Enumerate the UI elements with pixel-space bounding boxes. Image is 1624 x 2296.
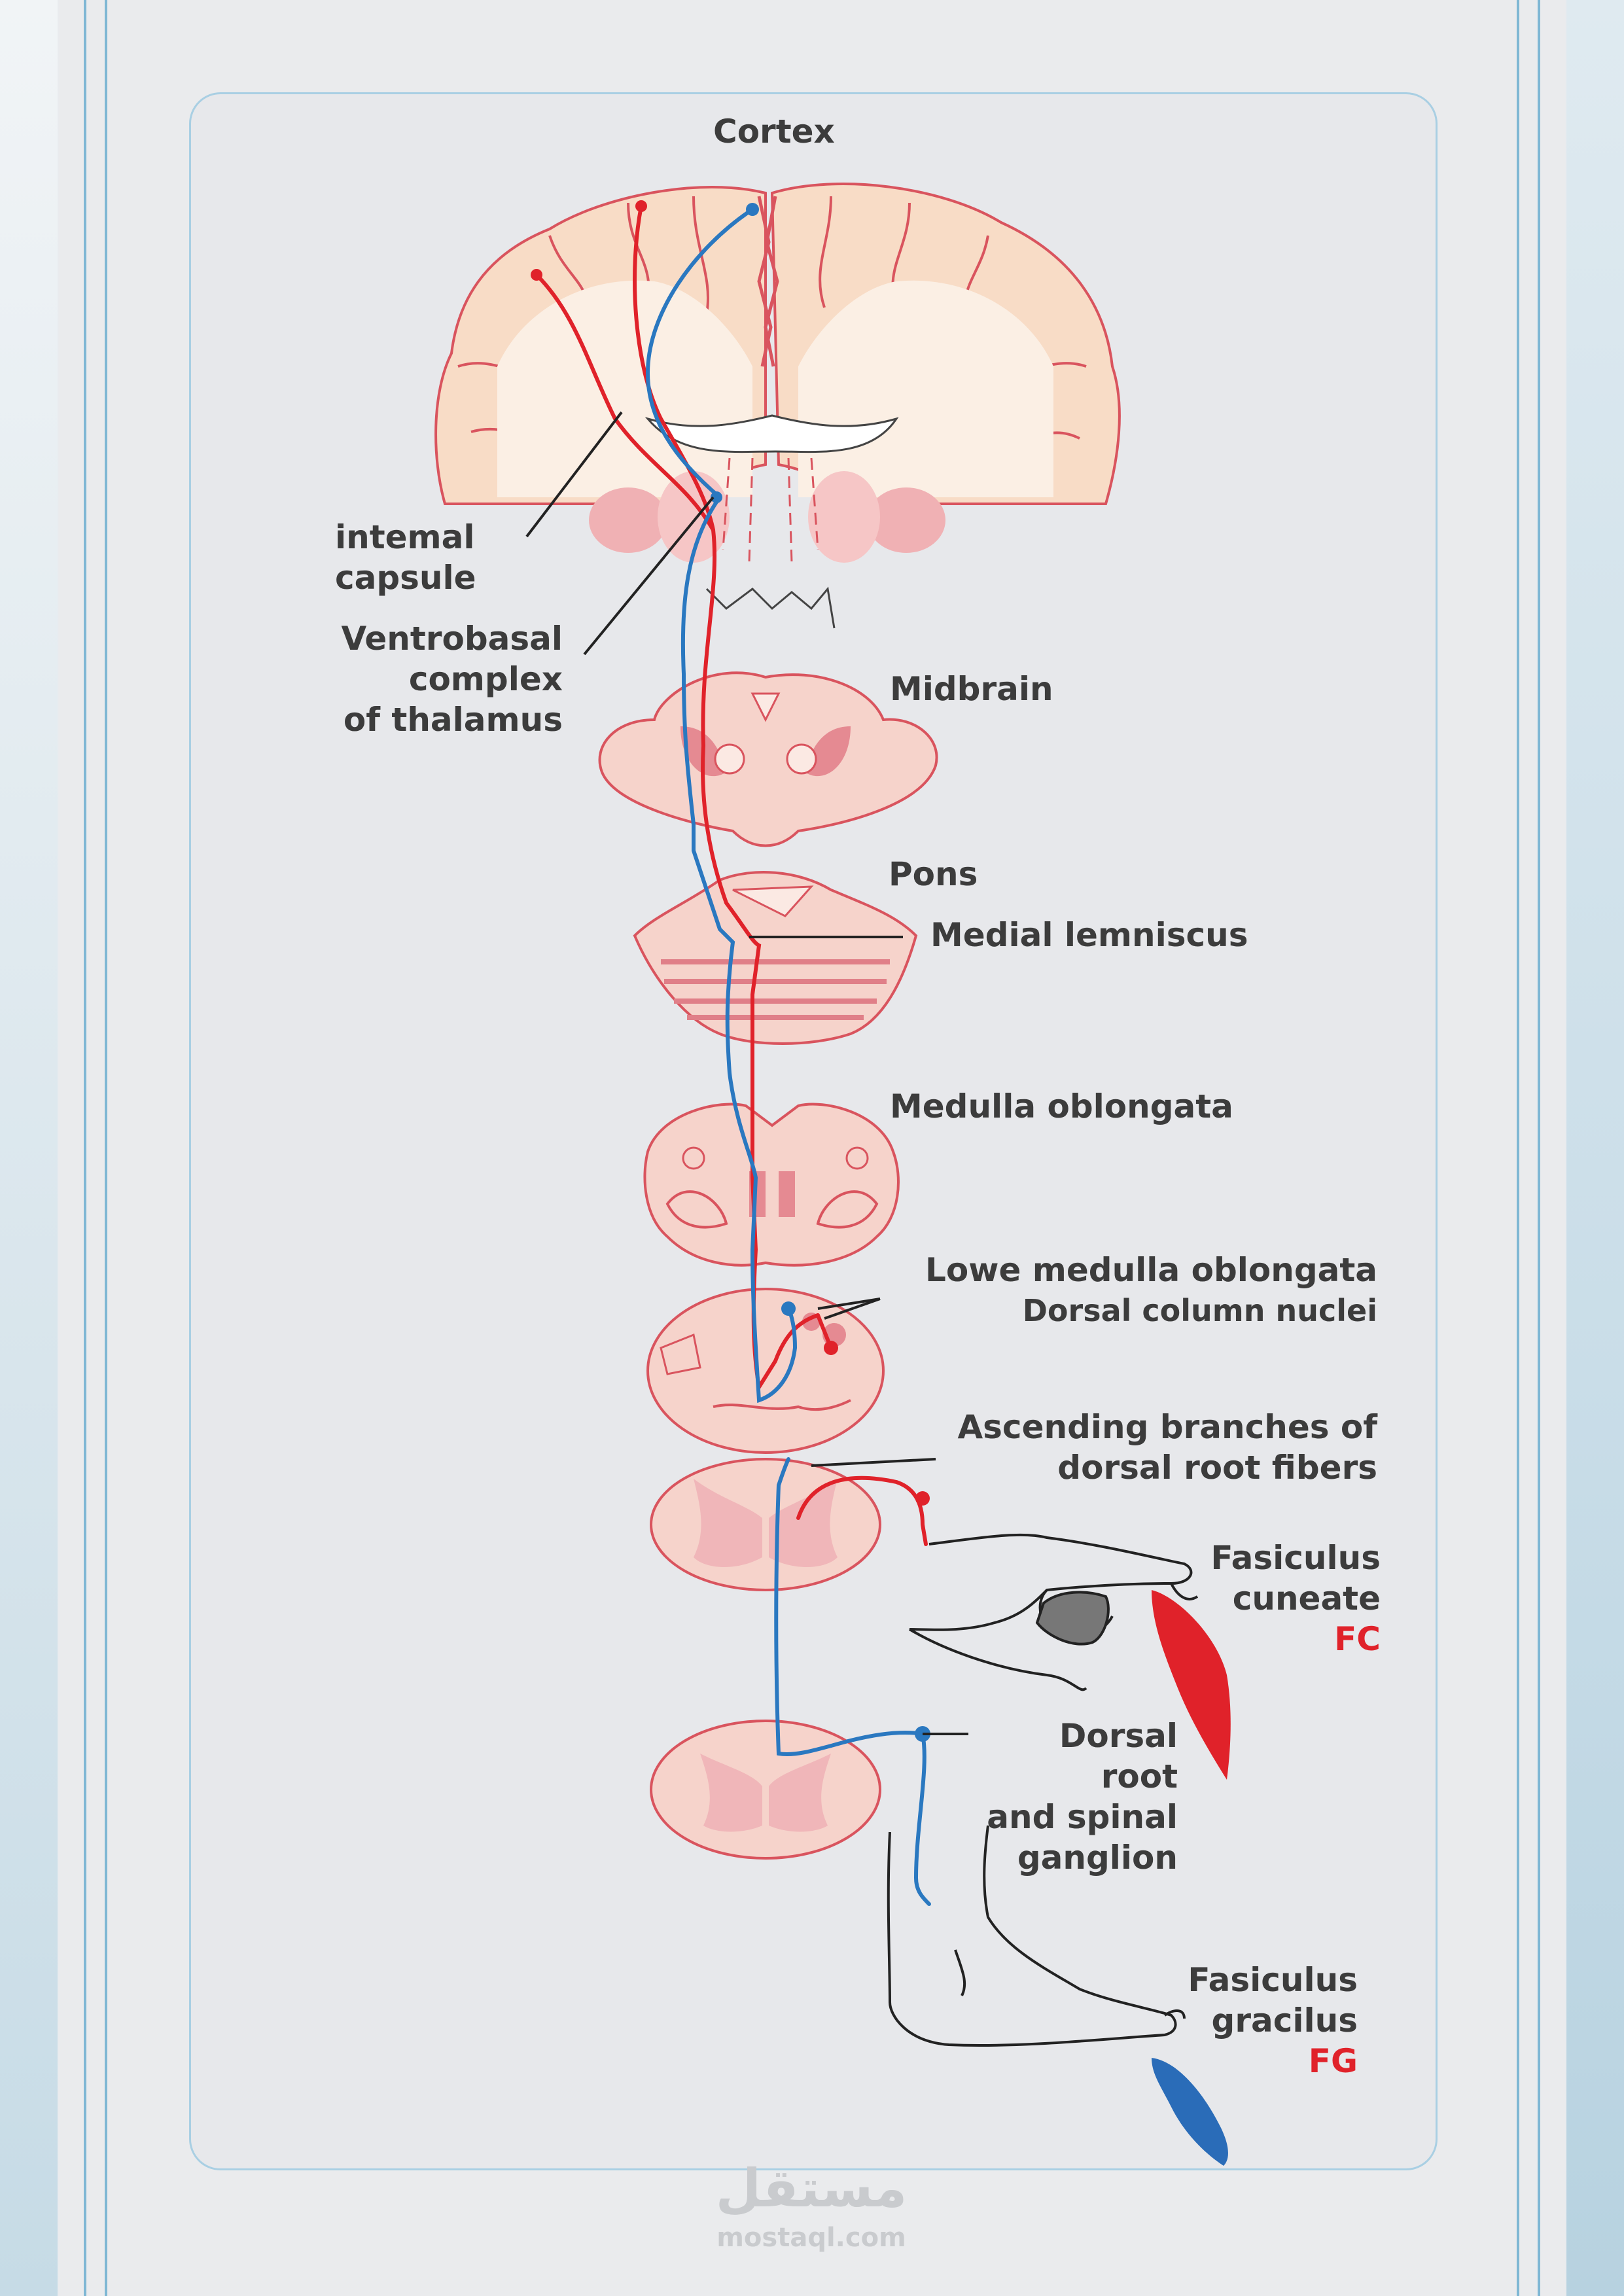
frame-line xyxy=(84,0,86,2296)
label-line: Ascending branches of xyxy=(957,1408,1377,1446)
frame-line xyxy=(1538,0,1540,2296)
red-pathway-nodes xyxy=(531,200,930,1506)
leader-lines xyxy=(525,411,968,1735)
label-line: ganglion xyxy=(1017,1839,1178,1877)
label-line: root xyxy=(1101,1757,1178,1795)
label-line: cuneate xyxy=(1232,1580,1381,1617)
label-line: dorsal root fibers xyxy=(1057,1449,1377,1487)
cervical-spinal-cord-section xyxy=(650,1458,881,1591)
label-medulla-oblongata: Medulla oblongata xyxy=(890,1087,1233,1125)
thumb-joint xyxy=(1035,1591,1110,1646)
page-edge-left xyxy=(0,0,58,2296)
label-line: intemal xyxy=(335,518,475,556)
basal-ganglia xyxy=(589,487,945,553)
pons-section xyxy=(633,871,918,1045)
label-line: Fasiculus xyxy=(1188,1961,1358,1999)
lumbar-spinal-cord-section xyxy=(650,1720,881,1860)
label-cortex: Cortex xyxy=(713,113,835,150)
brainstem-cut xyxy=(705,586,836,629)
fc-muscle xyxy=(1152,1590,1231,1780)
label-line: complex xyxy=(408,660,563,698)
foot-sketch xyxy=(887,1825,1186,2047)
label-line: Ventrobasal xyxy=(341,620,563,658)
label-fc: FC xyxy=(1334,1620,1381,1658)
lateral-ventricle xyxy=(644,414,899,453)
label-ventrobasal: Ventrobasal complex of thalamus xyxy=(301,618,563,740)
label-ascending-branches: Ascending branches of dorsal root fibers xyxy=(851,1407,1377,1488)
medulla-section xyxy=(643,1103,900,1267)
label-midbrain: Midbrain xyxy=(890,670,1053,708)
label-line: gracilus xyxy=(1211,2002,1358,2040)
fg-muscle xyxy=(1152,2058,1228,2166)
label-line: Dorsal xyxy=(1059,1717,1178,1755)
midbrain-section xyxy=(598,671,938,847)
label-line: Fasiculus xyxy=(1210,1539,1381,1577)
frame-line xyxy=(105,0,107,2296)
label-lowe-medulla: Lowe medulla oblongata xyxy=(925,1251,1377,1289)
label-line: of thalamus xyxy=(343,701,563,739)
label-fasiculus-gracilus: Fasiculus gracilus FG xyxy=(1122,1960,1358,2081)
label-pons: Pons xyxy=(889,855,978,893)
label-dorsal-column-nuclei: Dorsal column nuclei xyxy=(1022,1293,1377,1328)
label-fasiculus-cuneate: Fasiculus cuneate FC xyxy=(1145,1538,1381,1659)
label-medial-lemniscus: Medial lemniscus xyxy=(930,916,1248,954)
blue-pathway xyxy=(645,207,931,1906)
label-line: and spinal xyxy=(987,1798,1178,1836)
label-fg: FG xyxy=(1308,2042,1358,2080)
page-edge-right xyxy=(1566,0,1624,2296)
label-line: capsule xyxy=(335,559,476,597)
frame-line xyxy=(1517,0,1519,2296)
watermark-url: mostaql.com xyxy=(716,2223,906,2253)
watermark-logo: مستقل xyxy=(715,2158,908,2219)
label-internal-capsule: intemal capsule xyxy=(335,517,476,598)
label-dorsal-root: Dorsal root and spinal ganglion xyxy=(942,1716,1178,1878)
